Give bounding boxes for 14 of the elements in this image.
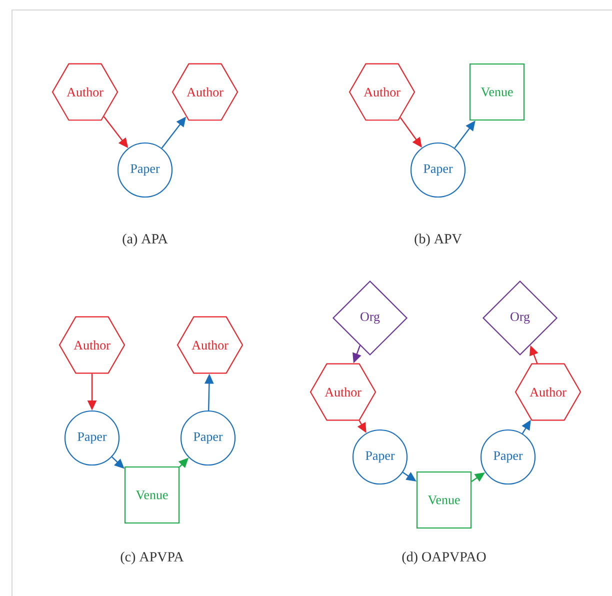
author-hexagon: Author [176,316,244,374]
subfigure-caption: (c) APVPA [120,552,184,564]
author-hexagon: Author [172,63,238,121]
venue-square: Venue [416,471,472,529]
subfigure-caption: (a) APA [122,234,168,246]
venue-square: Venue [469,63,525,121]
author-hexagon: Author [310,363,376,421]
author-hexagon: Author [514,363,582,421]
venue-square: Venue [124,466,180,524]
author-hexagon: Author [348,63,416,121]
author-hexagon: Author [52,63,118,121]
subfigure-caption: (d) OAPVPAO [402,552,486,564]
author-hexagon: Author [58,316,126,374]
subfigure-caption: (b) APV [414,234,462,246]
